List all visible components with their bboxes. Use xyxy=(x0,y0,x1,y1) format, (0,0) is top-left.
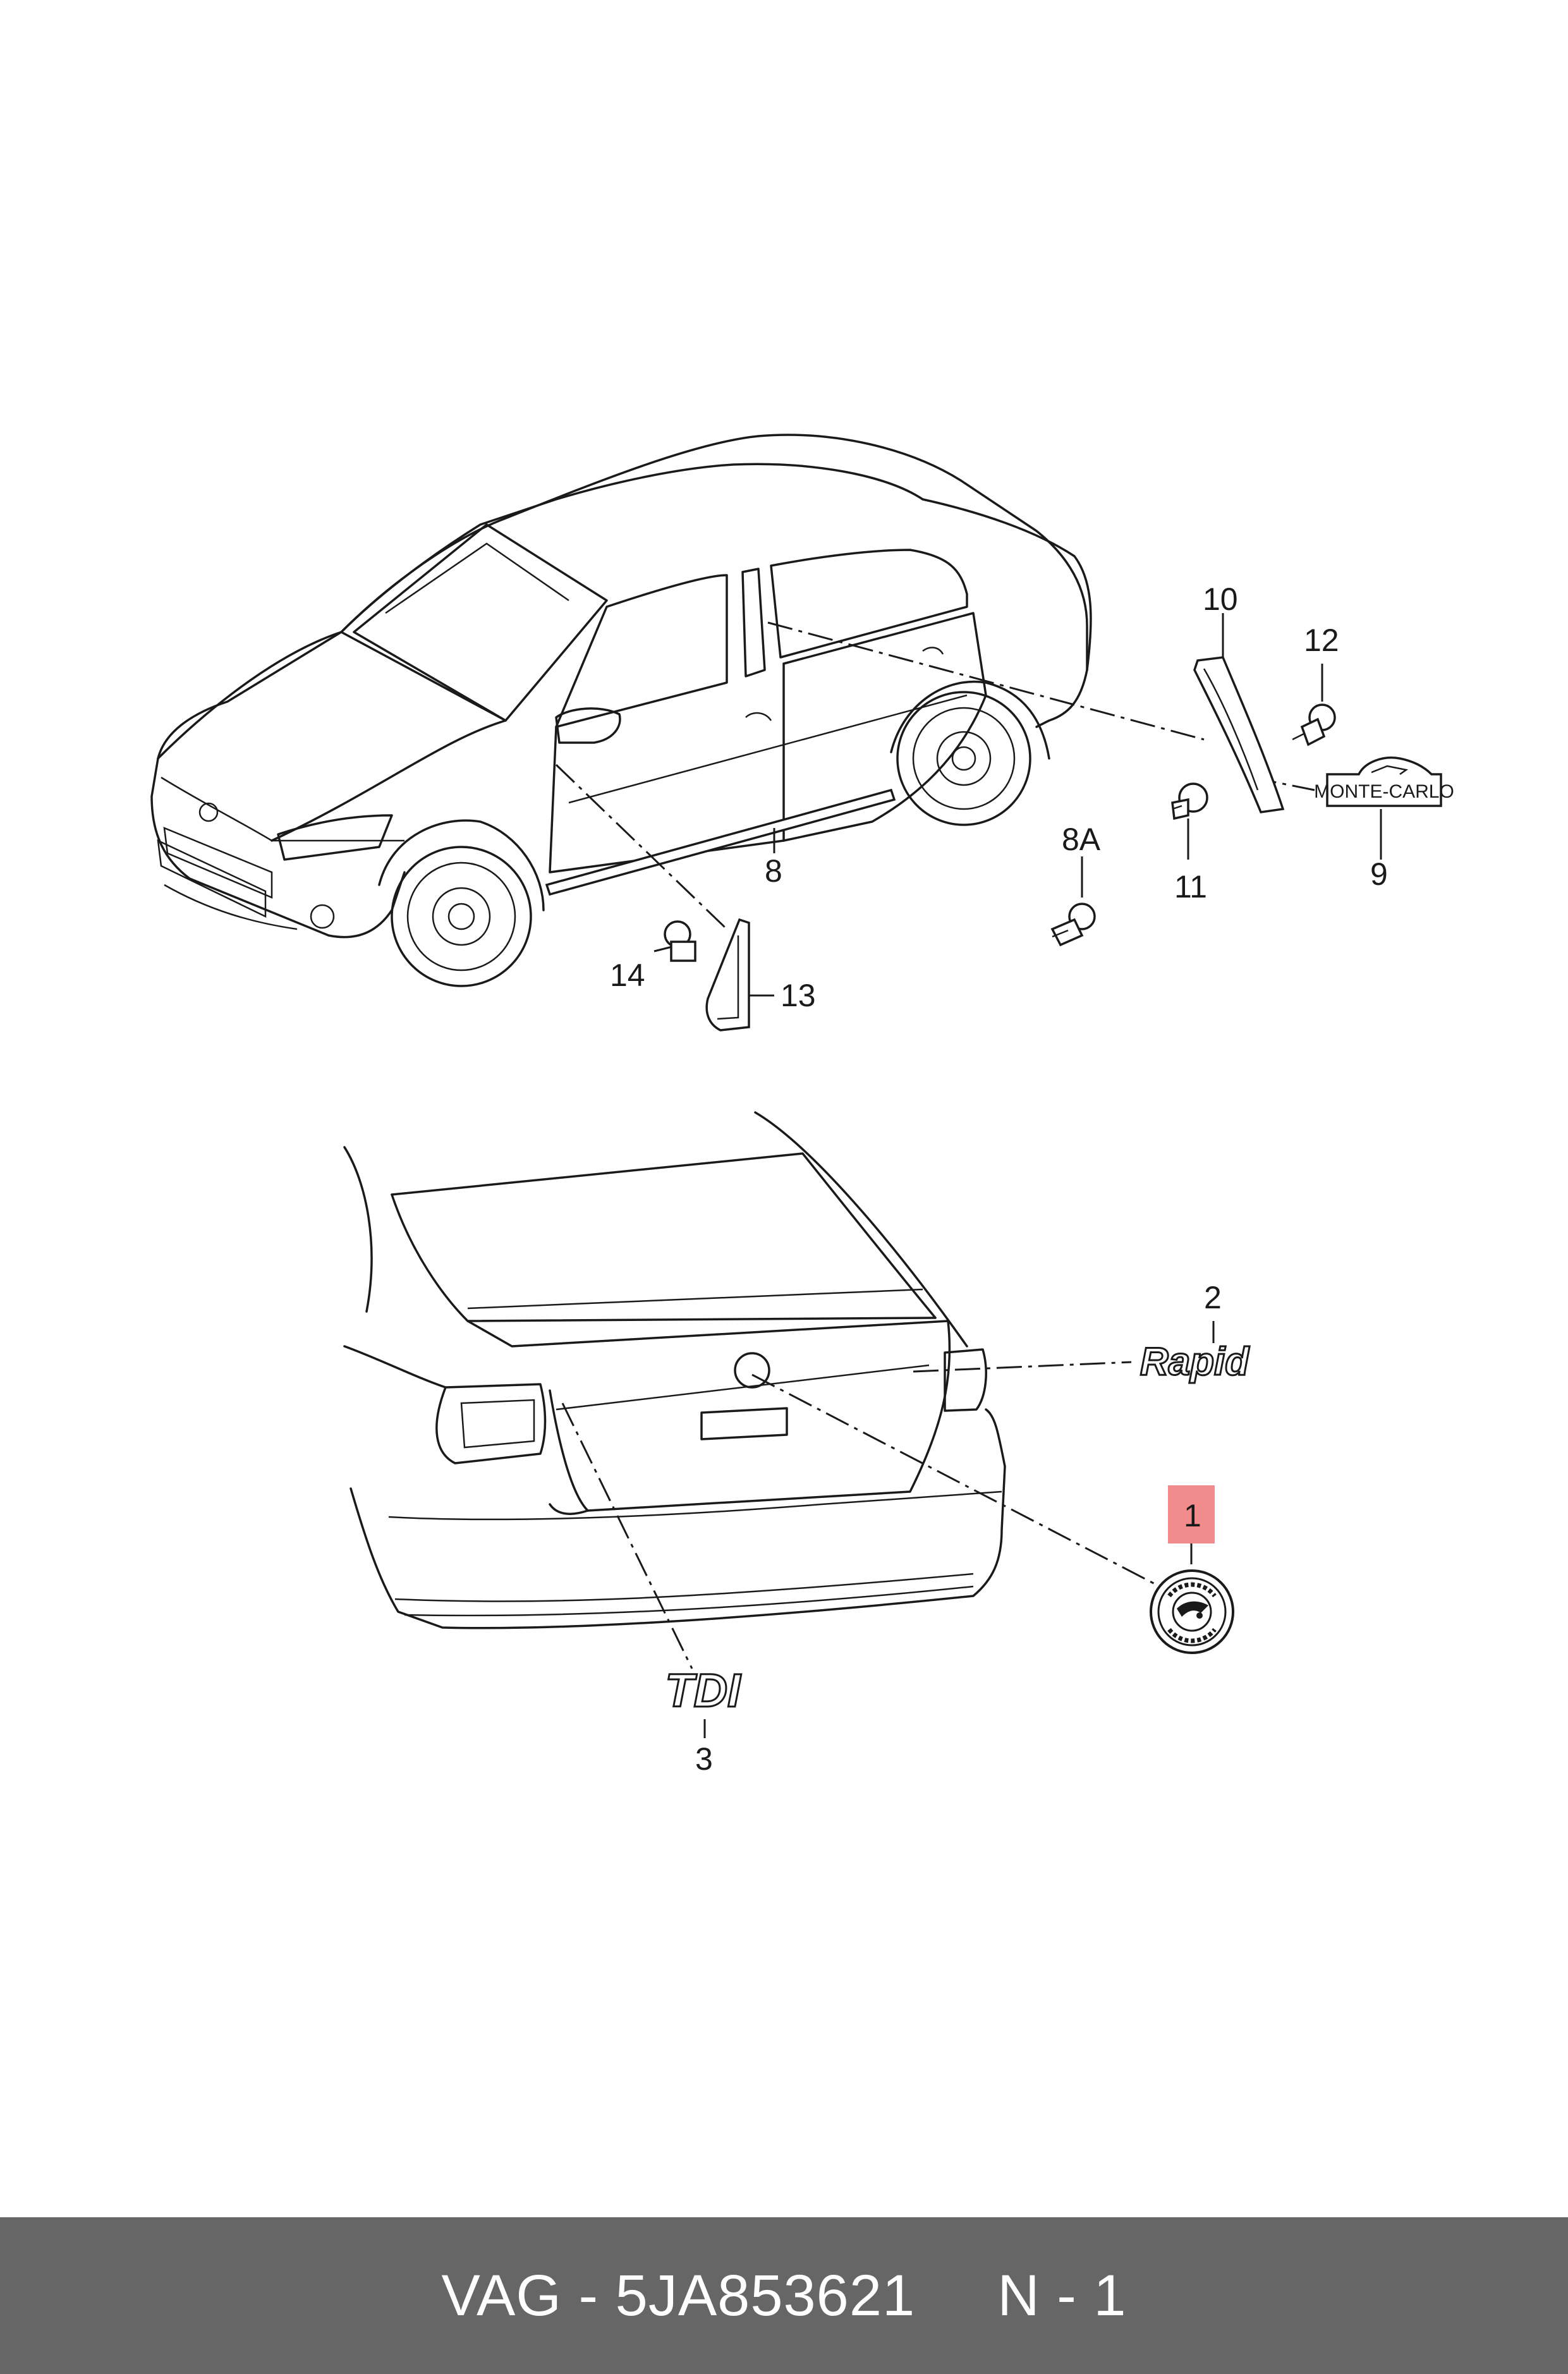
part-9-monte-carlo-badge: MONTE-CARLO xyxy=(1314,757,1454,807)
highlight-box xyxy=(1168,1485,1215,1543)
callout-9: 9 xyxy=(1370,856,1388,892)
position-text: N - 1 xyxy=(997,2263,1127,2328)
parts-diagram: MONTE-CARLO 10 12 11 9 8A 8 14 13 xyxy=(150,434,1454,1777)
leader-10 xyxy=(767,621,1205,741)
tdi-text: TDI xyxy=(665,1664,741,1717)
leader-13 xyxy=(555,764,728,930)
part-2-rapid-badge: Rapid xyxy=(1139,1339,1250,1385)
callout-8a: 8A xyxy=(1062,822,1101,857)
part-8a-clip xyxy=(1050,903,1096,947)
part-12-clip xyxy=(1292,703,1336,746)
part-10-pillar-trim xyxy=(1193,656,1285,813)
footer-text: VAG - 5JA853621 N - 1 xyxy=(441,2263,1126,2329)
callout-10: 10 xyxy=(1203,581,1238,617)
rapid-text: Rapid xyxy=(1140,1340,1249,1384)
leader-1 xyxy=(751,1373,1160,1588)
footer-bar: VAG - 5JA853621 N - 1 xyxy=(0,2217,1568,2374)
leader-2 xyxy=(913,1361,1132,1373)
car-rear-view xyxy=(343,1111,1006,1629)
leader-3 xyxy=(561,1403,693,1669)
skoda-emblem-text: ŠKODA xyxy=(1191,1581,1193,1583)
callout-11: 11 xyxy=(1174,869,1207,904)
part-3-tdi-badge: TDI xyxy=(664,1664,743,1718)
callout-1: 1 xyxy=(1184,1498,1201,1533)
car-side-view xyxy=(150,434,1092,987)
callout-12: 12 xyxy=(1304,623,1339,658)
part-11-clip xyxy=(1171,782,1208,820)
part-number-text: VAG - 5JA853621 xyxy=(441,2263,916,2328)
monte-carlo-text: MONTE-CARLO xyxy=(1314,781,1454,802)
part-14-clip xyxy=(664,920,696,962)
part-13-triangle-trim xyxy=(705,918,750,1032)
callout-13: 13 xyxy=(781,978,816,1013)
callout-2: 2 xyxy=(1204,1280,1222,1315)
callout-14: 14 xyxy=(610,958,645,993)
callout-8: 8 xyxy=(765,853,782,889)
callout-3: 3 xyxy=(695,1741,713,1777)
part-1-skoda-emblem: ŠKODA xyxy=(1150,1569,1234,1654)
